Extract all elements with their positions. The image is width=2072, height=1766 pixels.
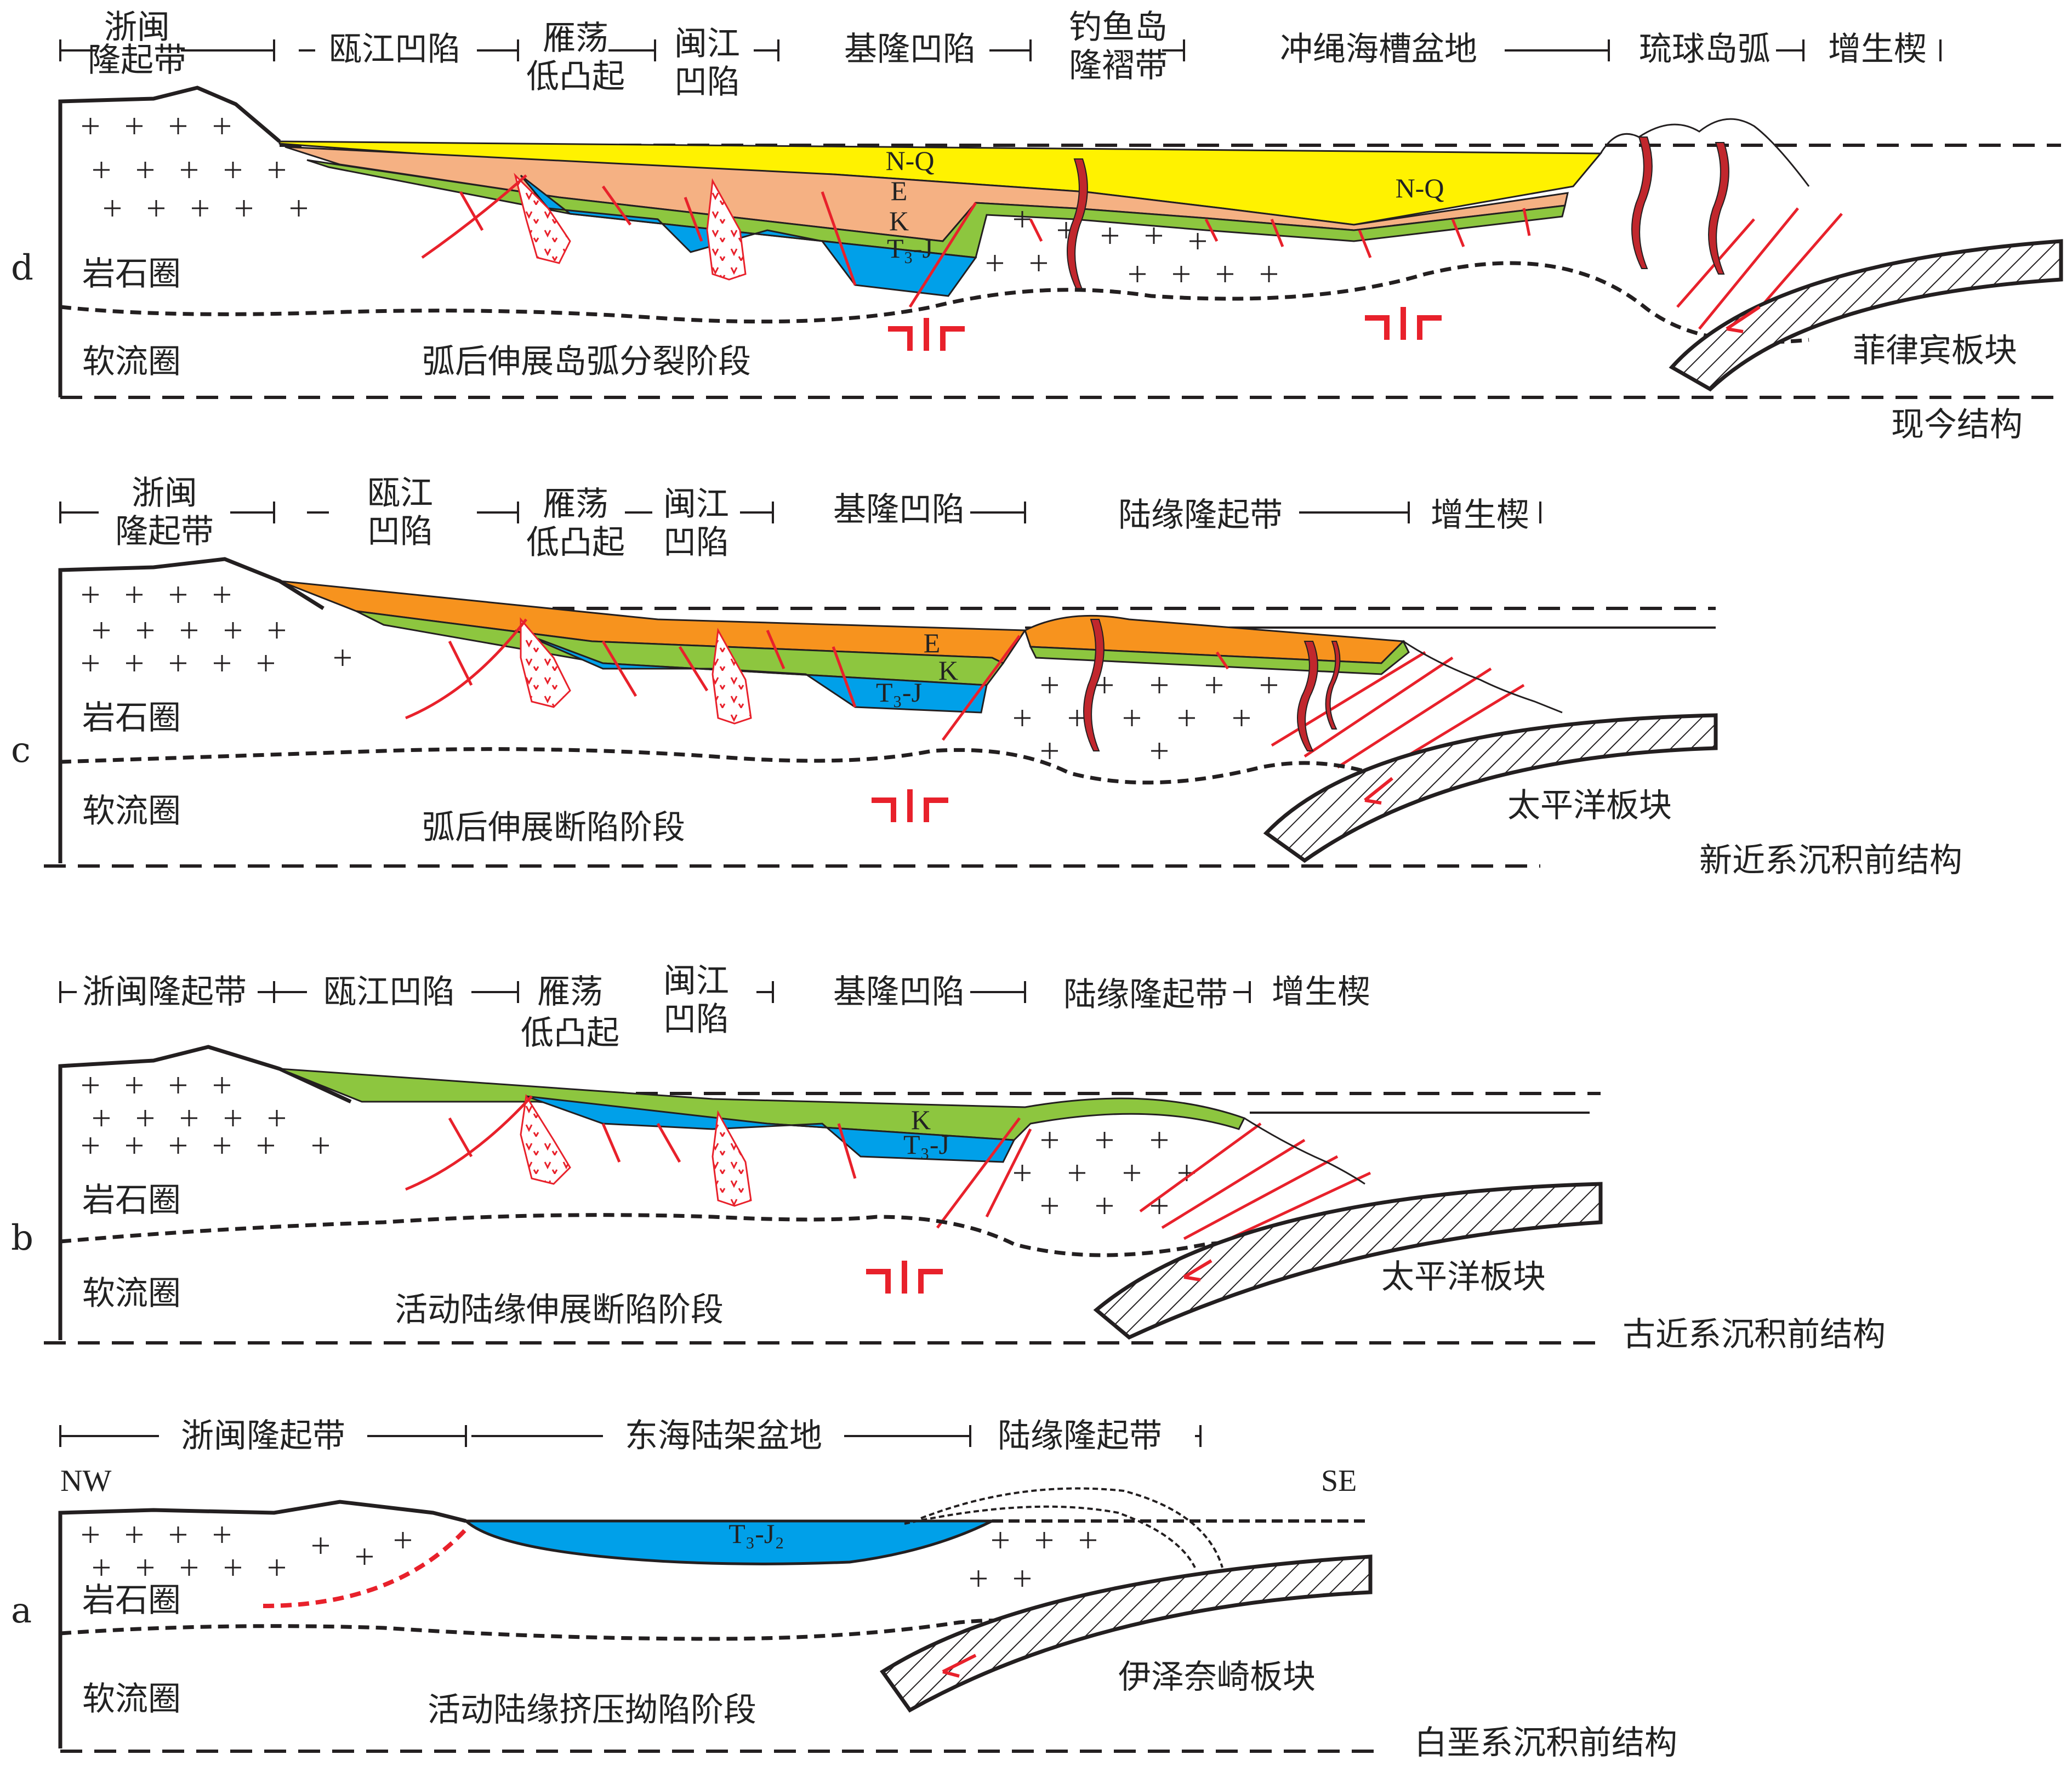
structure-label: 新近系沉积前结构: [1699, 841, 1962, 880]
stage-label: 弧后伸展断陷阶段: [422, 808, 685, 847]
zone-label: 冲绳海槽盆地: [1280, 30, 1477, 69]
crust-crosses: [82, 118, 1277, 282]
zone-label: 低凸起: [521, 1014, 619, 1052]
lithosphere-label: 岩石圈: [82, 1581, 181, 1620]
dikes: [1083, 619, 1341, 751]
zone-label: 隆起带: [115, 512, 214, 551]
unit-label: E: [891, 175, 908, 206]
lithosphere-label: 岩石圈: [82, 1181, 181, 1220]
zone-label: 低凸起: [526, 58, 625, 96]
asthenosphere-label: 软流圈: [82, 792, 181, 830]
crust-crosses: [82, 586, 1277, 759]
extension-arrow: [866, 1261, 943, 1294]
zone-label: 低凸起: [526, 523, 625, 562]
zone-label: 雁荡: [543, 19, 608, 58]
zone-label: 基隆凹陷: [844, 30, 976, 69]
unit-label: T₃-J: [887, 233, 933, 264]
unit-label: N-Q: [1396, 173, 1444, 203]
zone-label: 增生楔: [1272, 973, 1370, 1011]
structure-label: 现今结构: [1891, 406, 2023, 444]
zone-label: 基隆凹陷: [833, 491, 965, 529]
panel-letter: b: [11, 1218, 33, 1258]
zone-brackets: [59, 39, 1942, 61]
crust-crosses: [82, 1526, 1096, 1587]
plate-label: 太平洋板块: [1507, 787, 1672, 825]
lithosphere-label: 岩石圈: [82, 255, 181, 293]
dikes: [1067, 136, 1729, 291]
zone-label: 浙闽: [132, 474, 197, 512]
zone-label: 琉球岛弧: [1639, 30, 1771, 69]
unit-label: T₃-J₂: [728, 1518, 784, 1549]
stage-label: 活动陆缘伸展断陷阶段: [395, 1291, 724, 1329]
zone-brackets: [59, 502, 1541, 523]
structure-label: 白垩系沉积前结构: [1414, 1724, 1677, 1762]
zone-label: 增生楔: [1828, 30, 1927, 69]
panel-a: 浙闽隆起带 东海陆架盆地 陆缘隆起带 NW SE T₃-J₂ a 岩石圈 软流圈…: [11, 1417, 1677, 1762]
extension-arrow: [888, 307, 1442, 351]
zone-label: 增生楔: [1431, 496, 1529, 534]
plate-label: 太平洋板块: [1381, 1258, 1546, 1296]
zone-label: 隆起带: [88, 41, 186, 79]
zone-brackets: [59, 981, 1251, 1003]
zone-label: 凹陷: [367, 512, 433, 551]
zone-label: 钓鱼岛: [1069, 8, 1168, 47]
zone-label: 雁荡: [543, 485, 608, 523]
zone-label: 凹陷: [674, 63, 740, 101]
panel-d: 浙闽 隆起带 瓯江凹陷 雁荡 低凸起 闽江 凹陷 基隆凹陷 钓鱼岛 隆褶带 冲绳…: [11, 8, 2063, 444]
zone-label: 瓯江凹陷: [323, 973, 455, 1011]
plate-label: 菲律宾板块: [1853, 332, 2017, 370]
unit-label: N-Q: [886, 145, 935, 176]
faults: [405, 618, 1525, 780]
zone-label: 瓯江凹陷: [329, 30, 460, 69]
panel-c: 浙闽 隆起带 瓯江 凹陷 雁荡 低凸起 闽江 凹陷 基隆凹陷 陆缘隆起带 增生楔: [11, 474, 1962, 880]
asthenosphere-label: 软流圈: [82, 1274, 181, 1313]
unit-label: T₃-J: [903, 1129, 949, 1160]
zone-label: 凹陷: [663, 523, 729, 562]
zone-label: 东海陆架盆地: [625, 1417, 822, 1455]
plate-label: 伊泽奈崎板块: [1118, 1658, 1316, 1696]
zone-label: 浙闽隆起带: [82, 973, 247, 1011]
unit-label: E: [924, 628, 941, 658]
zone-label: 雁荡: [537, 973, 603, 1011]
stage-label: 活动陆缘挤压拗陷阶段: [428, 1691, 756, 1729]
unit-label: K: [889, 206, 909, 236]
lithosphere-label: 岩石圈: [82, 699, 181, 737]
crust-crosses: [82, 1077, 1195, 1214]
structure-label: 古近系沉积前结构: [1623, 1315, 1886, 1354]
zone-label: 闽江: [674, 25, 740, 63]
nw-label: NW: [60, 1464, 111, 1498]
zone-label: 浙闽: [104, 8, 170, 47]
extension-arrow: [872, 789, 948, 822]
asthenosphere-label: 软流圈: [82, 1680, 181, 1718]
zone-label: 浙闽隆起带: [181, 1417, 345, 1455]
zone-label: 陆缘隆起带: [1063, 976, 1228, 1014]
zone-brackets: [59, 1425, 1202, 1447]
unit-label: K: [911, 1104, 931, 1135]
unit-label: K: [938, 655, 958, 686]
zone-label: 陆缘隆起带: [1118, 496, 1283, 534]
stage-label: 弧后伸展岛弧分裂阶段: [422, 343, 751, 381]
zone-label: 隆褶带: [1069, 47, 1168, 85]
zone-label: 陆缘隆起带: [998, 1417, 1162, 1455]
panel-letter: d: [11, 248, 33, 288]
zone-label: 瓯江: [367, 474, 433, 512]
panel-b: 浙闽隆起带 瓯江凹陷 雁荡 低凸起 闽江 凹陷 基隆凹陷 陆缘隆起带 增生楔: [11, 962, 1886, 1354]
panel-letter: a: [11, 1591, 32, 1631]
se-label: SE: [1321, 1464, 1357, 1498]
zone-label: 闽江: [663, 962, 729, 1000]
zone-label: 凹陷: [663, 1000, 729, 1039]
zone-label: 闽江: [663, 485, 729, 523]
panel-letter: c: [11, 730, 31, 771]
unit-label: T₃-J: [876, 677, 922, 708]
asthenosphere-label: 软流圈: [82, 343, 181, 381]
zone-label: 基隆凹陷: [833, 973, 965, 1011]
